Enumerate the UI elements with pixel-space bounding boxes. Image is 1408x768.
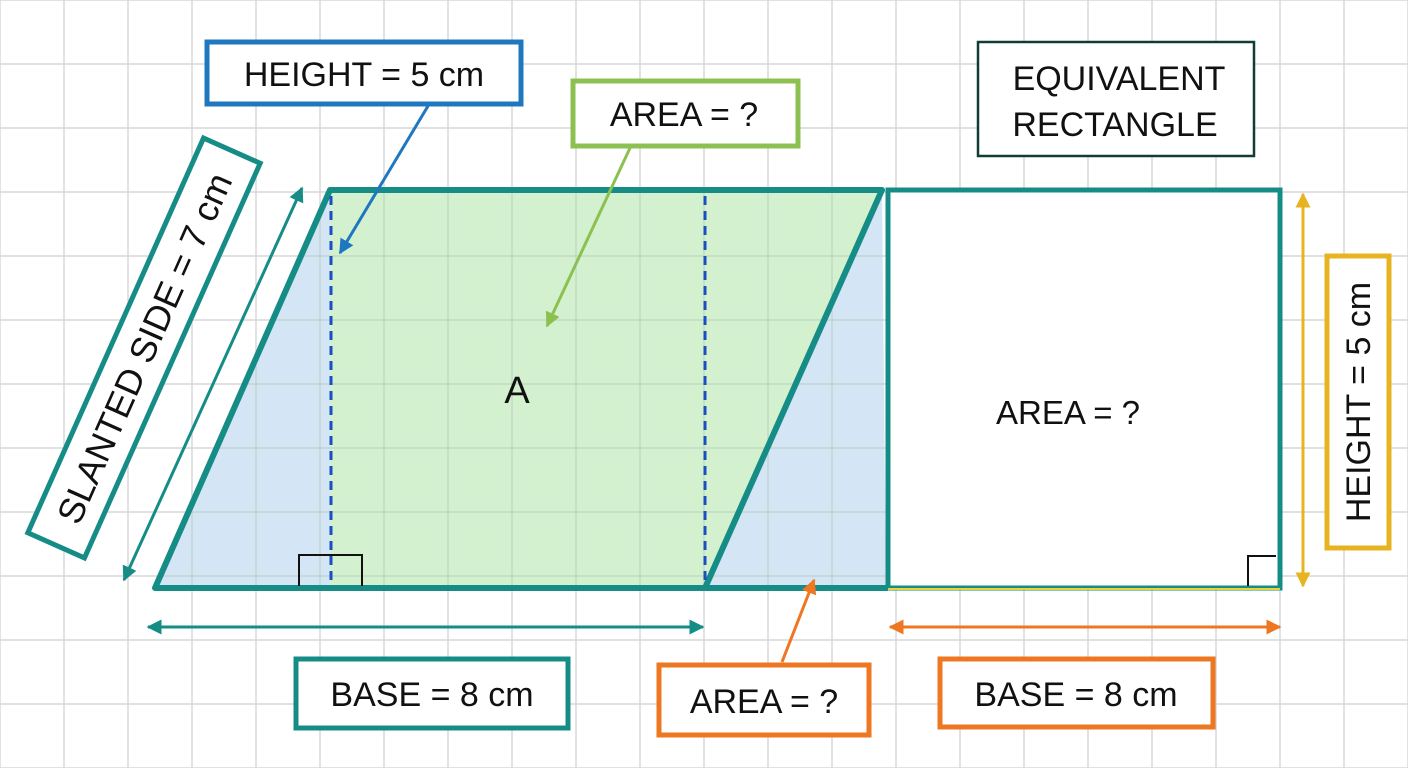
equivalent-rectangle-box	[976, 40, 1256, 158]
area-bottom-arrow	[780, 578, 817, 663]
height-right-label-group: HEIGHT = 5 cm	[1324, 253, 1392, 551]
height-right-box	[1324, 253, 1392, 551]
height-top-box	[204, 39, 524, 107]
height-top-label: HEIGHT = 5 cm	[244, 56, 484, 94]
height-right-label: HEIGHT = 5 cm	[1340, 282, 1378, 522]
slanted-side-box	[24, 134, 264, 562]
height-top-arrow	[338, 105, 430, 255]
right-angle-marker-rectangle	[1247, 555, 1276, 586]
area-bottom-label: AREA = ?	[690, 683, 838, 721]
region-a-label: A	[504, 370, 530, 412]
rectangle-area-label: AREA = ?	[996, 394, 1140, 431]
base-left-box	[293, 656, 571, 731]
area-top-box	[570, 78, 801, 149]
area-bottom-box	[656, 662, 872, 738]
equivalent-rectangle-outline	[885, 187, 1283, 591]
area-top-label: AREA = ?	[610, 96, 758, 134]
base-right-box	[937, 656, 1216, 730]
base-left-label: BASE = 8 cm	[330, 676, 533, 714]
base-right-label: BASE = 8 cm	[974, 676, 1177, 714]
slanted-side-arrow	[122, 186, 304, 582]
equivalent-label-line1: EQUIVALENT	[1013, 60, 1226, 98]
equivalent-label-line2: RECTANGLE	[1012, 106, 1217, 144]
area-top-arrow	[545, 147, 632, 328]
